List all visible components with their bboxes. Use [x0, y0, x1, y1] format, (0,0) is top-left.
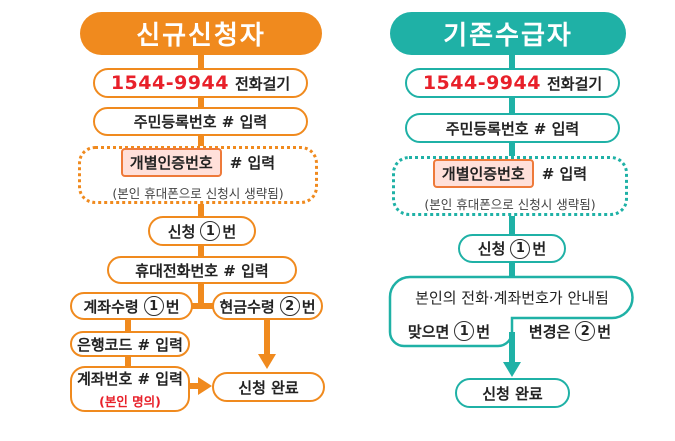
- auth-suffix: # 입력: [229, 154, 276, 172]
- auth-row: 개별인증번호 # 입력: [432, 159, 588, 188]
- call-label: 전화걸기: [234, 74, 291, 93]
- cash-option-suffix: 번: [301, 297, 316, 316]
- circled-number: 1: [143, 296, 164, 316]
- apply-prefix: 신청: [167, 222, 196, 241]
- existing-confirm-option: 맞으면 1 번: [392, 318, 506, 344]
- call-label: 전화걸기: [546, 74, 603, 93]
- auth-note: (본인 휴대폰으로 신청시 생략됨): [424, 197, 596, 212]
- complete-label: 신청 완료: [238, 378, 299, 397]
- auth-code-highlight: 개별인증번호: [432, 159, 534, 188]
- phone-number: 1544-9944: [422, 72, 541, 94]
- cash-option-step: 현금수령 2 번: [212, 292, 323, 320]
- new-applicant-title: 신규신청자: [136, 21, 266, 51]
- existing-resident-id-step: 주민등록번호 # 입력: [405, 113, 620, 143]
- new-apply-step: 신청 1 번: [148, 216, 256, 246]
- circled-number: 1: [510, 238, 531, 259]
- cash-option-prefix: 현금수령: [219, 297, 275, 316]
- account-number-step: 계좌번호 # 입력 (본인 명의): [70, 366, 190, 412]
- bank-code-label: 은행코드 # 입력: [77, 335, 183, 354]
- existing-auth-step: 개별인증번호 # 입력 (본인 휴대폰으로 신청시 생략됨): [392, 156, 628, 216]
- mobile-label: 휴대전화번호 # 입력: [135, 261, 269, 280]
- new-account-arrowhead: [198, 377, 212, 395]
- account-option-prefix: 계좌수령: [83, 297, 139, 316]
- bank-code-step: 은행코드 # 입력: [70, 331, 190, 357]
- new-resident-id-step: 주민등록번호 # 입력: [93, 107, 308, 136]
- existing-call-step: 1544-9944 전화걸기: [405, 68, 620, 98]
- circled-number: 2: [279, 296, 300, 316]
- existing-apply-step: 신청 1 번: [458, 234, 566, 263]
- account-owner-note: (본인 명의): [99, 394, 161, 409]
- existing-arrowhead: [503, 362, 521, 377]
- apply-suffix: 번: [532, 240, 547, 258]
- resident-id-label: 주민등록번호 # 입력: [445, 119, 580, 138]
- circled-number: 1: [200, 221, 221, 241]
- new-complete-step: 신청 완료: [212, 372, 325, 402]
- account-number-label: 계좌번호 # 입력: [77, 370, 183, 388]
- phone-number: 1544-9944: [110, 72, 229, 94]
- new-call-step: 1544-9944 전화걸기: [93, 68, 308, 98]
- resident-id-label: 주민등록번호 # 입력: [133, 113, 268, 131]
- new-applicant-header: 신규신청자: [80, 12, 322, 55]
- auth-code-highlight: 개별인증번호: [120, 148, 222, 177]
- circled-number: 2: [575, 321, 596, 341]
- existing-recipient-header: 기존수급자: [390, 12, 626, 55]
- new-cash-arrowhead: [258, 354, 276, 369]
- existing-notice-outline: [388, 275, 634, 348]
- auth-row: 개별인증번호 # 입력: [120, 148, 276, 177]
- existing-change-option: 변경은 2 번: [518, 318, 622, 344]
- auth-suffix: # 입력: [541, 165, 588, 183]
- new-mobile-step: 휴대전화번호 # 입력: [107, 256, 297, 284]
- auth-note: (본인 휴대폰으로 신청시 생략됨): [112, 186, 284, 201]
- account-option-suffix: 번: [165, 297, 180, 316]
- account-option-step: 계좌수령 1 번: [70, 292, 193, 320]
- existing-notice-text: 본인의 전화·계좌번호가 안내됨: [415, 288, 609, 307]
- change-prefix: 변경은: [528, 322, 571, 341]
- apply-prefix: 신청: [477, 240, 506, 258]
- confirm-prefix: 맞으면: [407, 322, 450, 341]
- change-suffix: 번: [597, 322, 612, 341]
- circled-number: 1: [454, 321, 475, 341]
- existing-recipient-title: 기존수급자: [443, 21, 573, 51]
- new-auth-step: 개별인증번호 # 입력 (본인 휴대폰으로 신청시 생략됨): [78, 146, 318, 204]
- apply-suffix: 번: [222, 222, 237, 241]
- complete-label: 신청 완료: [482, 384, 543, 403]
- existing-complete-step: 신청 완료: [455, 378, 570, 408]
- confirm-suffix: 번: [476, 322, 491, 341]
